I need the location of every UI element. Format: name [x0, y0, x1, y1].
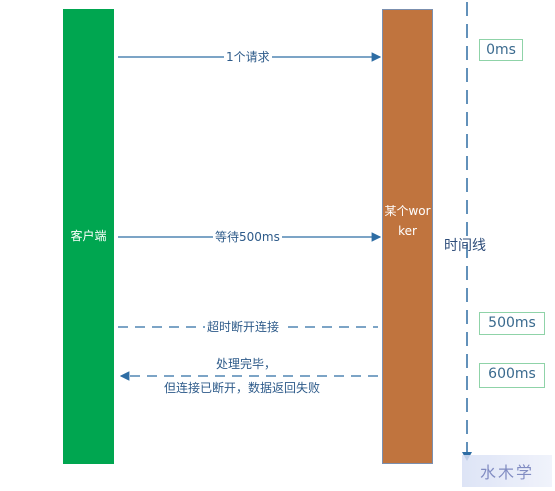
worker-lifeline: [382, 9, 433, 464]
client-lifeline: [63, 9, 114, 464]
timeline-label: 时间线: [444, 238, 486, 254]
watermark-text: 水木学: [479, 463, 534, 482]
request-label: 1个请求: [224, 50, 272, 64]
worker-label: 某个worker: [384, 204, 431, 238]
time-mark-0ms: 0ms: [479, 39, 523, 61]
done-label-line2: 但连接已断开，数据返回失败: [162, 381, 323, 395]
timeout-label: 超时断开连接: [205, 320, 282, 334]
wait-label: 等待500ms: [213, 230, 282, 244]
watermark-logo: 水木学: [462, 455, 552, 487]
time-mark-500ms: 500ms: [479, 312, 545, 335]
time-mark-600ms: 600ms: [479, 363, 545, 388]
done-label-line1: 处理完毕，: [214, 357, 279, 371]
client-label: 客户端: [70, 229, 107, 243]
